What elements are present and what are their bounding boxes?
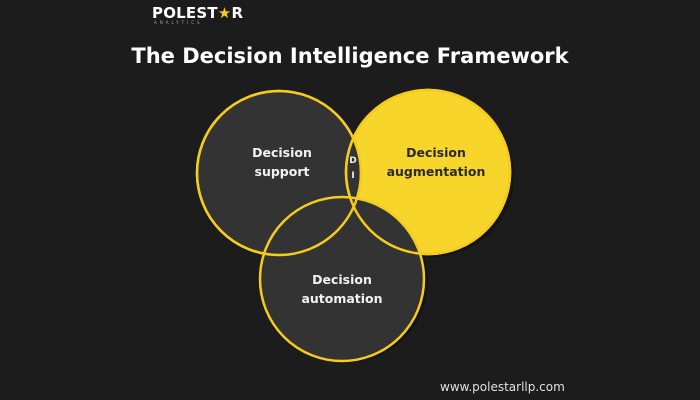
circle-automation	[258, 195, 426, 363]
website-url: www.polestarllp.com	[440, 380, 565, 394]
logo-wordmark: POLEST★R	[152, 4, 244, 22]
logo-subtitle: ANALYTICS	[154, 20, 203, 25]
label-decision-augmentation: Decision augmentation	[386, 145, 486, 179]
page-title: The Decision Intelligence Framework	[131, 44, 569, 68]
label-decision-automation: Decision automation	[301, 272, 383, 306]
star-icon: ★	[217, 4, 232, 22]
label-decision-support: Decision support	[252, 145, 312, 179]
label-di-intersection: D I	[349, 156, 357, 181]
